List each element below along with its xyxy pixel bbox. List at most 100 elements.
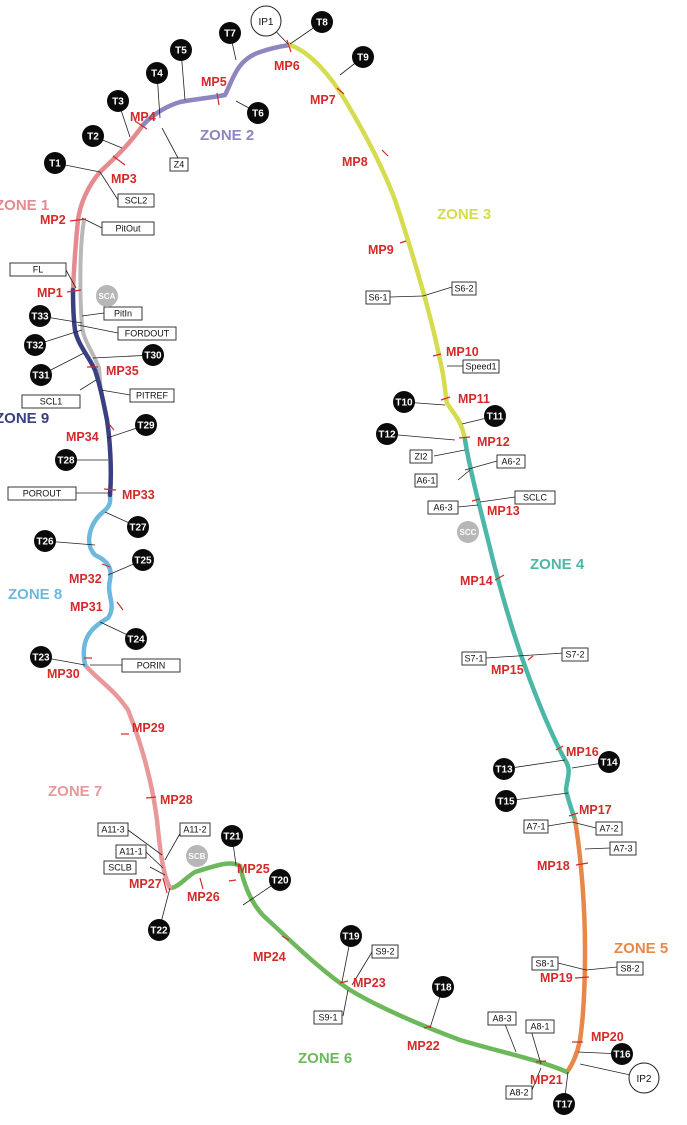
track-zone-4: [462, 437, 578, 823]
turn-label: T4: [151, 69, 163, 80]
timing-box-label: A8-3: [492, 1014, 511, 1024]
safety-car-dot: [186, 845, 208, 867]
mini-point-mp22: MP22: [407, 1039, 440, 1053]
turn-dot: [219, 22, 241, 44]
turn-marker-t3: T3: [107, 90, 129, 112]
timing-box-label: POROUT: [23, 489, 62, 499]
timing-box-frame: [414, 473, 438, 488]
timing-box-frame: [427, 500, 459, 515]
zone-label-5: ZONE 5: [614, 940, 668, 957]
timing-box-zi2: ZI2: [409, 449, 433, 464]
turn-marker-t4: T4: [146, 62, 168, 84]
mini-point-tick-mp9: [399, 240, 407, 244]
timing-box-a7-1: A7-1: [523, 819, 549, 834]
timing-box-label: S8-1: [535, 959, 554, 969]
turn-dot: [30, 364, 52, 386]
turn-dot: [311, 11, 333, 33]
zone-label-9: ZONE 9: [0, 410, 49, 427]
mini-point-tick-mp10: [432, 353, 442, 357]
mini-point-tick-mp14: [494, 574, 505, 581]
timing-box-a11-1: A11-1: [115, 844, 147, 859]
timing-box-label: A6-2: [501, 457, 520, 467]
timing-box-frame: [121, 658, 181, 673]
turn-marker-t7: T7: [219, 22, 241, 44]
timing-box-frame: [451, 281, 477, 296]
pit-lane: [78, 219, 103, 394]
mini-point-tick-mp25: [228, 879, 237, 882]
turn-dot: [148, 919, 170, 941]
turn-marker-t15: T15: [495, 790, 517, 812]
turn-label: T6: [252, 109, 264, 120]
turn-dot: [247, 102, 269, 124]
timing-box-pitout: PitOut: [101, 221, 155, 236]
mini-point-tick-mp8: [381, 149, 389, 157]
timing-box-porin: PORIN: [121, 658, 181, 673]
turn-dot: [432, 976, 454, 998]
zone-label-7: ZONE 7: [48, 783, 102, 800]
turn-label: T20: [271, 876, 289, 887]
timing-box-label: A6-1: [416, 476, 435, 486]
timing-box-label: SCLB: [108, 863, 132, 873]
mini-point-tick-mp5: [216, 92, 220, 106]
timing-box-frame: [21, 394, 81, 409]
timing-box-label: A11-2: [183, 825, 206, 835]
mini-point-mp23: MP23: [353, 976, 386, 990]
turn-dot: [352, 46, 374, 68]
turn-dot: [135, 414, 157, 436]
timing-box-label: S6-1: [368, 293, 387, 303]
timing-box-frame: [7, 486, 77, 501]
timing-box-s6-2: S6-2: [451, 281, 477, 296]
safety-car-label: SCA: [99, 292, 116, 301]
timing-box-frame: [169, 157, 189, 172]
mini-point-tick-mp27: [162, 877, 168, 894]
mini-point-mp2: MP2: [40, 213, 66, 227]
turn-dot: [34, 530, 56, 552]
timing-box-label: A11-1: [119, 847, 142, 857]
track-zone-3: [287, 42, 468, 443]
turn-marker-t28: T28: [55, 449, 77, 471]
mini-point-tick-mp18: [575, 862, 589, 866]
turn-dot: [495, 790, 517, 812]
turn-dot: [44, 152, 66, 174]
safety-car-line-scc: SCC: [457, 521, 479, 543]
timing-box-s8-1: S8-1: [531, 956, 559, 971]
turn-marker-t31: T31: [30, 364, 52, 386]
turn-label: T2: [87, 132, 99, 143]
turn-label: T13: [495, 765, 513, 776]
mini-point-ticks: [66, 39, 590, 1063]
timing-box-label: PitIn: [114, 309, 132, 319]
mini-point-tick-mp2: [69, 218, 87, 222]
timing-box-frame: [616, 961, 644, 976]
timing-box-a7-2: A7-2: [595, 821, 623, 836]
timing-box-connectors: [65, 127, 618, 1091]
timing-box-z4: Z4: [169, 157, 189, 172]
turn-label: T21: [223, 832, 241, 843]
timing-box-label: S8-2: [620, 964, 639, 974]
turn-label: T3: [112, 97, 124, 108]
turn-dot: [55, 449, 77, 471]
timing-box-sclc: SCLC: [514, 490, 556, 505]
mini-point-mp8: MP8: [342, 155, 368, 169]
mini-point-mp21: MP21: [530, 1073, 563, 1087]
timing-box-frame: [179, 822, 211, 837]
timing-boxes: SCL2PitOutFLPitInFORDOUTSCL1PITREFPOROUT…: [7, 157, 644, 1100]
timing-box-s8-2: S8-2: [616, 961, 644, 976]
turn-label: T1: [49, 159, 61, 170]
mini-point-tick-mp15: [527, 655, 534, 661]
turn-marker-t21: T21: [221, 825, 243, 847]
turn-marker-t6: T6: [247, 102, 269, 124]
turn-dot: [125, 628, 147, 650]
zone-label-8: ZONE 8: [8, 586, 62, 603]
timing-box-label: Z4: [174, 160, 185, 170]
safety-car-label: SCB: [189, 852, 206, 861]
turn-label: T28: [57, 456, 75, 467]
turn-marker-t30: T30: [142, 344, 164, 366]
mini-point-tick-mp28: [145, 796, 157, 799]
mini-point-mp32: MP32: [69, 572, 102, 586]
turn-dot: [170, 39, 192, 61]
turn-dot: [553, 1093, 575, 1115]
turn-marker-t13: T13: [493, 758, 515, 780]
mini-point-mp29: MP29: [132, 721, 165, 735]
turn-marker-t14: T14: [598, 751, 620, 773]
